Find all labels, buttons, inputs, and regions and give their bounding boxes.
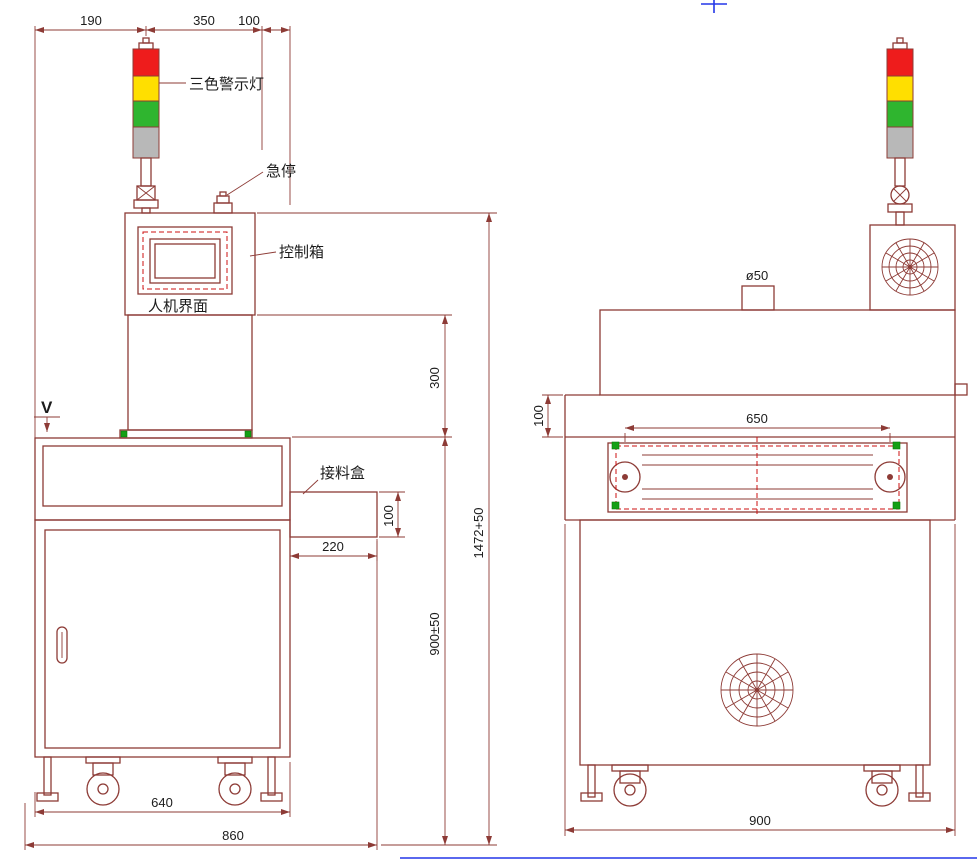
- fan-grille-cabinet: [720, 653, 794, 727]
- lamp-red-segment: [886, 48, 914, 77]
- lamp-green-segment: [886, 100, 914, 128]
- dim-base-640: 640: [34, 762, 291, 817]
- lamp-body: [132, 126, 160, 159]
- hmi-screen-dashed-outline: [142, 231, 228, 290]
- tower-light-side: [886, 37, 914, 226]
- dim-head-300: 300: [257, 314, 452, 438]
- conveyor-belt-dashed: [615, 445, 900, 510]
- warning-light-callout: 三色警示灯: [159, 76, 264, 93]
- lamp-yellow-segment: [886, 75, 914, 102]
- conveyor-roller-left: [609, 461, 641, 493]
- dim-640-label: 640: [151, 795, 173, 810]
- lamp-red-segment: [132, 48, 160, 77]
- dim-350-label: 350: [193, 13, 215, 28]
- cabinet-door: [44, 529, 281, 749]
- conveyor-roller-right: [874, 461, 906, 493]
- dim-1472-label: 1472+50: [471, 508, 486, 559]
- warning-light-label: 三色警示灯: [189, 76, 264, 93]
- hmi-screen-frame: [137, 226, 233, 295]
- door-handle: [56, 626, 68, 664]
- side-view: ø50: [531, 37, 968, 836]
- control-pedestal: [119, 314, 253, 439]
- lamp-yellow-segment: [132, 75, 160, 102]
- control-box-label: 控制箱: [279, 244, 324, 261]
- lamp-pole: [140, 157, 152, 187]
- duct-50: ø50: [741, 268, 775, 311]
- front-view: 190 350 100 三色警示灯: [24, 13, 497, 850]
- cabinet-side: [579, 519, 931, 766]
- sheet-frame-marks: [400, 0, 977, 859]
- caster-wheel: [86, 772, 120, 806]
- estop-callout: 急停: [226, 163, 296, 196]
- dim-top-chain: 190 350 100: [34, 13, 291, 438]
- hmi-screen: [154, 243, 216, 279]
- fan-grille-top: [881, 238, 939, 296]
- estop-button: [213, 191, 233, 214]
- dim-900pm-label: 900±50: [427, 612, 442, 655]
- dim-650-label: 650: [746, 411, 768, 426]
- dim-catch-100-label: 100: [381, 505, 396, 527]
- duct-dia-label: ø50: [746, 268, 768, 283]
- dim-overall-height: 1472+50: [257, 212, 497, 846]
- dim-190-label: 190: [80, 13, 102, 28]
- dim-catch-220: 220: [289, 539, 378, 561]
- conveyor-housing-front: [34, 437, 291, 521]
- dim-300-label: 300: [427, 367, 442, 389]
- dim-overall-860: 860: [24, 539, 378, 850]
- dim-pass-100: 100: [531, 394, 563, 438]
- view-marker-label: V: [41, 398, 53, 417]
- tower-light-front: [132, 37, 160, 214]
- control-box-callout: 控制箱: [249, 244, 324, 261]
- side-connector: [954, 383, 968, 396]
- dim-side-900-label: 900: [749, 813, 771, 828]
- cabinet-front: [34, 519, 291, 758]
- feet-casters-side: [580, 764, 931, 807]
- dim-body-900: 900±50: [427, 437, 448, 845]
- mount-mark-right: [244, 430, 252, 438]
- caster-wheel: [613, 773, 647, 807]
- hmi-label: 人机界面: [148, 298, 208, 315]
- caster-wheel: [865, 773, 899, 807]
- view-direction-marker: V: [34, 398, 60, 432]
- dim-side-900: 900: [564, 524, 956, 836]
- mount-mark-left: [120, 430, 128, 438]
- top-fan-box: [869, 224, 956, 311]
- feet-casters-front: [36, 756, 283, 806]
- control-box: 人机界面: [124, 212, 256, 316]
- dim-220-label: 220: [322, 539, 344, 554]
- dim-conveyor-650: 650: [624, 411, 891, 442]
- catch-box-label: 接料盒: [320, 465, 365, 482]
- dim-pass-100-label: 100: [531, 405, 546, 427]
- dim-860-label: 860: [222, 828, 244, 843]
- estop-label: 急停: [266, 163, 296, 180]
- caster-wheel: [218, 772, 252, 806]
- dim-catch-100: 100: [379, 491, 405, 538]
- dim-100-top-label: 100: [238, 13, 260, 28]
- conveyor-assembly: [607, 437, 908, 515]
- catch-box: 接料盒: [289, 465, 378, 538]
- lamp-green-segment: [132, 100, 160, 128]
- lamp-body: [886, 126, 914, 159]
